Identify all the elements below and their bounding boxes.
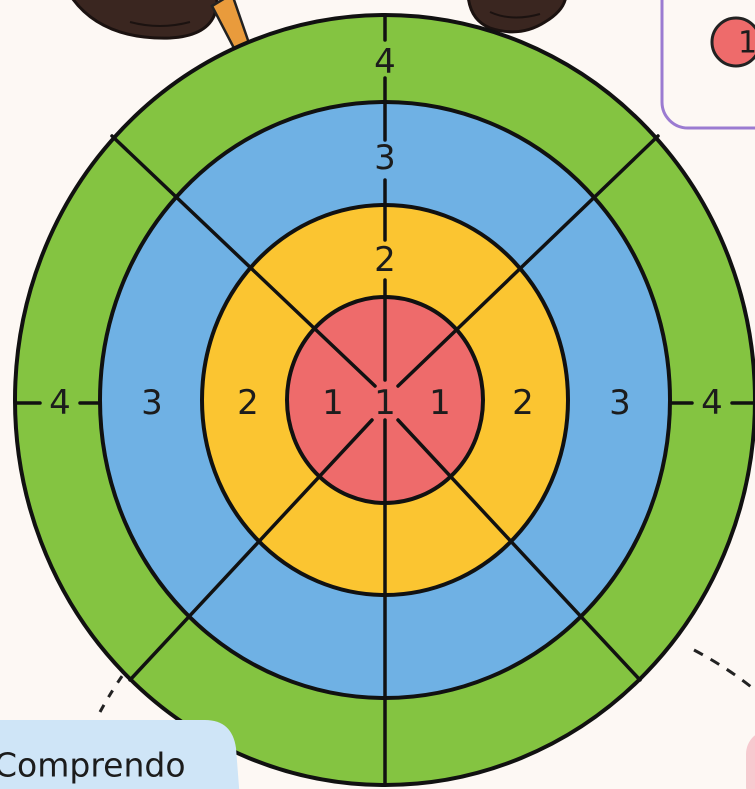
- ring-4-top-label: 4: [374, 42, 396, 82]
- row-label-8: 3: [609, 383, 631, 423]
- row-label-6: 1: [429, 383, 451, 423]
- row-label-2: 3: [141, 383, 163, 423]
- left-hand-illustration: [70, 0, 217, 38]
- center-label: 1: [374, 383, 396, 423]
- row-label-4: 1: [322, 383, 344, 423]
- ring-3-top-label: 3: [374, 138, 396, 178]
- row-label-1: 4: [49, 383, 71, 423]
- bottom-right-card: [746, 730, 755, 789]
- row-label-9: 4: [701, 383, 723, 423]
- row-label-3: 2: [237, 383, 259, 423]
- corner-badge-label: 1: [738, 26, 755, 61]
- dashed-connector-left: [100, 672, 125, 712]
- target-diagram: 4 3 2 4 3 2 1 1 1 2 3 4: [15, 15, 755, 785]
- comprendo-text: Comprendo: [0, 746, 186, 785]
- row-label-7: 2: [512, 383, 534, 423]
- comprendo-label: Comprendo: [0, 720, 240, 789]
- ring-2-top-label: 2: [374, 240, 396, 280]
- dashed-connector-right: [694, 650, 755, 690]
